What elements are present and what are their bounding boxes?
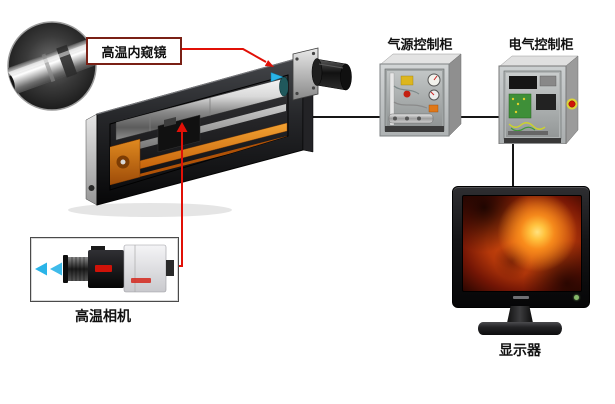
endoscope-photo [0,21,105,111]
camera-logo-badge [95,265,112,272]
traverse-rail-lower [112,136,287,184]
retraction-cylinder-cap [340,63,352,91]
power-supply-unit [509,76,537,89]
lens-front-ring [63,255,68,283]
probe-dark-band [56,44,78,78]
tube-end-ring [279,76,288,97]
lens-barrel [68,257,88,281]
flange-bolt [295,91,299,96]
manifold-port [393,116,397,121]
yellow-wiring [508,122,546,130]
relay-module [539,75,557,87]
manifold-cylinder [388,113,434,124]
regulator-block [400,75,414,86]
lens-ridges [71,257,85,281]
camera-photo-inset [30,237,179,302]
black-module [536,94,556,110]
emergency-stop-button [568,100,576,108]
cabinet-base [504,138,561,143]
housing-knob [88,185,95,191]
electrical-cabinet-illustration [498,52,584,145]
orange-valve [428,104,439,113]
camera-photo [35,244,174,293]
view-direction-arrow [35,262,47,276]
monitor-label: 显示器 [499,342,541,358]
monitor-illustration [452,186,590,338]
monitor-screen [462,195,582,292]
housing-red-marking [131,278,151,283]
red-valve-knob [403,90,411,98]
manifold-port [405,116,409,121]
gas-cabinet-illustration [377,50,465,138]
gauge-needle-1 [433,75,438,81]
callout-line-camera [179,131,183,267]
gauge-needle-2 [430,91,435,96]
housing-top-edge-highlight [96,56,304,115]
monitor-bezel [452,186,590,308]
direction-arrow-scope [270,72,284,82]
camera-top-detail [91,246,105,252]
callout-arrow-camera [176,122,188,132]
flange-bolt [311,51,316,56]
mounting-flange [292,47,319,101]
housing-internals [110,76,288,187]
gas-cabinet-label: 气源控制柜 [387,37,453,52]
flange-bolt [295,57,299,61]
endoscope-photo-inset [0,20,105,112]
green-wiring [510,126,536,132]
gas-tubing-1 [393,85,420,95]
housing-illustration [85,47,352,206]
monitor-stand-neck [507,306,533,323]
rear-connector [166,260,174,276]
monitor-stand-base [478,322,562,335]
flange-bolt [311,86,316,90]
endoscope-label: 高温内窥镜 [101,44,167,60]
probe-highlight [8,43,92,76]
electrical-cabinet-art [498,55,579,145]
cylinder-highlight [318,63,344,69]
gas-tubing-2 [393,101,428,109]
pcb-component [514,110,518,114]
cabinet-base [385,126,444,132]
view-direction-arrow [50,262,62,276]
cabinet-side-face [448,53,462,137]
terminal-strip [508,131,548,135]
pcb-component [516,102,520,106]
monitor-power-led [574,295,579,300]
endoscope-tube-in-housing [115,77,287,141]
gas-cabinet-art [379,53,462,137]
gas-pipe-vertical [389,72,395,126]
cabinet-top-face [499,55,579,67]
tube-ring-marks [149,97,211,132]
housing-shadow [68,203,232,217]
monitor-logo-mark [513,296,529,299]
housing-left-face [85,113,98,206]
cabinet-top-face [380,53,462,65]
manifold-port [417,116,421,121]
callout-line-endoscope [177,48,267,63]
callout-arrow-endoscope [264,60,274,67]
pcb-component [511,97,515,101]
pcb-component [522,97,526,101]
motor-shaft [120,159,126,165]
control-pcb [508,93,532,119]
electrical-cabinet-label: 电气控制柜 [508,37,574,52]
camera-housing-jacket [123,244,167,293]
retraction-cylinder-collar [311,58,323,86]
internal-camera-detail [164,117,176,127]
endoscope-label-box: 高温内窥镜 [86,37,182,65]
camera-label: 高温相机 [75,308,131,324]
